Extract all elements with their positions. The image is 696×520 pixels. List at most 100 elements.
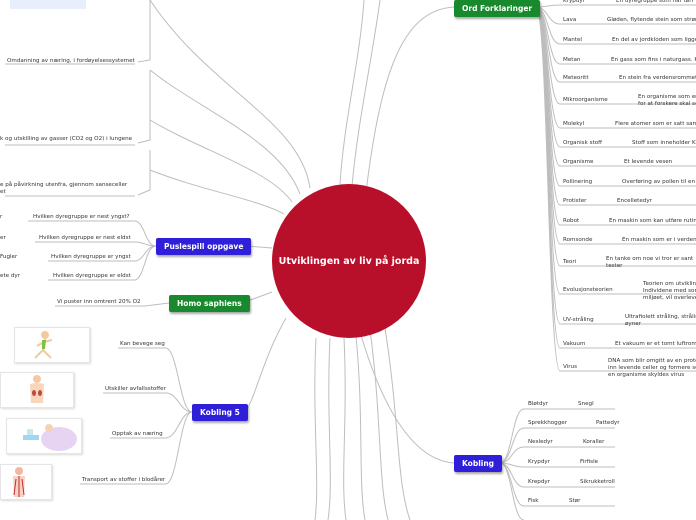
ord-term: Protister bbox=[563, 198, 587, 204]
puslespill-answer-1: r bbox=[0, 214, 3, 220]
ord-definition: Flere atomer som er satt sam bbox=[615, 121, 696, 127]
ord-definition: En maskin som kan utføre rutin bbox=[609, 218, 696, 224]
ord-term: Krypdyr bbox=[563, 0, 585, 4]
ord-term: Teori bbox=[563, 259, 577, 265]
ord-term: Mantel bbox=[563, 37, 582, 43]
puslespill-question-3: Hvilken dyregruppe er yngst bbox=[51, 254, 131, 260]
ord-definition: Et vakuum er et tomt luftrom bbox=[615, 341, 696, 347]
kobling-term: Nesledyr bbox=[528, 439, 553, 445]
ord-link bbox=[535, 6, 696, 65]
blood-vessels-icon bbox=[0, 464, 52, 500]
ord-term: Virus bbox=[563, 364, 578, 370]
ord-term: Vakuum bbox=[563, 341, 586, 347]
ord-definition: miljøet, vil overleve bbox=[643, 295, 696, 301]
ord-link bbox=[535, 6, 696, 129]
ord-link bbox=[535, 6, 696, 295]
digestion-icon bbox=[6, 418, 82, 454]
ord-term: Pollinering bbox=[563, 179, 593, 185]
kobling-match: Sikrukketroll bbox=[580, 479, 615, 485]
fordoyelse-text: Omdanning av næring, i fordøyelsessystem… bbox=[7, 58, 135, 64]
kobling-term: Sprekkhogger bbox=[528, 420, 568, 426]
ord-link bbox=[535, 6, 696, 372]
central-topic-title: Utviklingen av liv på jorda bbox=[278, 255, 420, 267]
ord-link bbox=[535, 4, 696, 8]
ord-definition: Individene med som bbox=[643, 288, 696, 294]
ord-definition: En dyregruppe som har tørr bbox=[616, 0, 694, 4]
puslespill-question-2: Hvilken dyregruppe er nest eldst bbox=[39, 235, 131, 241]
ord-term: Mikroorganisme bbox=[563, 97, 608, 103]
ord-definition: Stoff som inneholder K bbox=[632, 140, 696, 146]
topic-kobling[interactable]: Kobling bbox=[454, 455, 503, 472]
kobling5-label-4: Transport av stoffer i blodårer bbox=[82, 477, 166, 483]
ord-term: Meteoritt bbox=[563, 75, 589, 81]
sanse-text-line1: e på påvirkning utenfra, gjennom sansece… bbox=[0, 182, 128, 188]
ord-definition: en organisme skyldes virus bbox=[608, 372, 685, 378]
kidney-body-icon bbox=[0, 372, 74, 408]
ord-term: Romsonde bbox=[563, 237, 593, 243]
kobling-link bbox=[499, 408, 615, 464]
link-kobling5 bbox=[244, 317, 287, 413]
kobling-term: Krepdyr bbox=[528, 479, 550, 485]
kobling-term: Bløtdyr bbox=[528, 401, 549, 407]
topic-kobling-5[interactable]: Kobling 5 bbox=[192, 404, 248, 421]
kobling-link bbox=[499, 446, 615, 464]
ord-definition: Ultrafiolett stråling, strålin bbox=[625, 314, 696, 320]
central-topic[interactable]: Utviklingen av liv på jorda bbox=[272, 184, 426, 338]
topic-homo-saphiens[interactable]: Homo saphiens bbox=[169, 295, 250, 312]
ord-definition: Overføring av pollen til en bbox=[622, 179, 696, 185]
homo-oxygen-text: Vi puster inn omtrent 20% O2 bbox=[57, 299, 141, 305]
kobling-link bbox=[499, 462, 615, 468]
kobling-match: Firfisle bbox=[580, 459, 599, 465]
puslespill-question-1: Hvilken dyregruppe er nest yngst? bbox=[33, 214, 130, 220]
ord-definition: En maskin som er i verden bbox=[622, 237, 696, 243]
link-ord bbox=[365, 6, 455, 193]
ord-definition: En tanke om noe vi tror er sant bbox=[606, 256, 694, 262]
link-top3 bbox=[149, 119, 293, 203]
kobling-link bbox=[499, 427, 615, 464]
ord-definition: Gløden, flytende stein som strøm bbox=[607, 17, 696, 23]
puslespill-answer-3: Fugler bbox=[0, 254, 18, 260]
link-top2 bbox=[149, 69, 301, 195]
ord-term: Organisme bbox=[563, 159, 594, 165]
ord-definition: Et levende vesen bbox=[624, 159, 673, 165]
topic-puslespill-oppgave[interactable]: Puslespill oppgave bbox=[156, 238, 252, 255]
puslespill-answer-2: er bbox=[0, 235, 6, 241]
gassutveksling-text: k og utskilling av gasser (CO2 og O2) i … bbox=[0, 136, 133, 142]
ord-term: Lava bbox=[563, 17, 577, 23]
ord-definition: Teorien om utviklin bbox=[643, 281, 696, 287]
link-top4 bbox=[149, 169, 285, 215]
topic-ord-forklaringer[interactable]: Ord Forklaringer bbox=[454, 0, 541, 17]
kobling-term: Krypdyr bbox=[528, 459, 550, 465]
link-top1 bbox=[149, 0, 311, 189]
puslespill-answer-4: ete dyr bbox=[0, 273, 21, 279]
ord-term: Robot bbox=[563, 218, 580, 224]
ord-term: Organisk stoff bbox=[563, 140, 602, 146]
kobling-term: Fisk bbox=[528, 498, 539, 504]
kobling5-label-3: Opptak av næring bbox=[112, 431, 163, 437]
ord-term: Metan bbox=[563, 57, 581, 63]
ord-definition: for at forskere skal se bbox=[638, 101, 696, 107]
ord-term: Evolusjonsteorien bbox=[563, 287, 613, 293]
kobling-match: Snegl bbox=[578, 401, 594, 407]
ord-definition: En del av jordkloden som ligger bbox=[612, 37, 696, 43]
ord-definition: En organisme som er bbox=[638, 94, 696, 100]
ord-definition: DNA som blir omgitt av en prote bbox=[608, 358, 696, 364]
people-image bbox=[0, 0, 90, 9]
ord-term: UV-stråling bbox=[563, 317, 594, 323]
ord-term: Molekyl bbox=[563, 121, 585, 127]
ord-link bbox=[535, 6, 696, 267]
kobling-match: Koraller bbox=[583, 439, 605, 445]
people-silhouettes-icon bbox=[10, 0, 86, 9]
ord-definition: inn levende celler og formere se bbox=[608, 365, 696, 371]
kobling-match: Pattedyr bbox=[596, 420, 620, 426]
ord-definition: En stein fra verdensrommet bbox=[619, 75, 696, 81]
running-person-icon bbox=[14, 327, 90, 363]
sanse-text-line2: et bbox=[0, 189, 6, 195]
ord-definition: En gass som fins i naturgass. K bbox=[611, 57, 696, 63]
kobling-match: Stør bbox=[569, 498, 581, 504]
puslespill-question-4: Hvilken dyregruppe er eldst bbox=[53, 273, 131, 279]
kobling5-label-1: Kan bevege seg bbox=[120, 341, 165, 347]
ord-definition: øyner bbox=[625, 321, 642, 327]
